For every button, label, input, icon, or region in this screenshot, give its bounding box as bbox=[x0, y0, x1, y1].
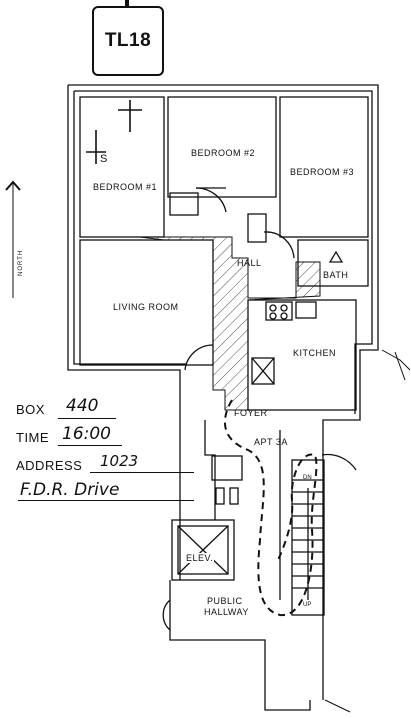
street-value: F.D.R. Drive bbox=[20, 480, 120, 500]
west-wall-inner bbox=[73, 91, 186, 365]
west-wall bbox=[67, 85, 181, 580]
street-underline bbox=[18, 500, 194, 501]
living-door bbox=[184, 344, 214, 371]
cross-markers bbox=[86, 100, 142, 164]
exterior-wall bbox=[68, 84, 379, 700]
living-room-label: LIVING ROOM bbox=[113, 302, 179, 312]
evidence-tag: TL18 bbox=[92, 6, 164, 76]
time-value: 16:00 bbox=[62, 424, 111, 444]
stairs-down-label: DN bbox=[303, 475, 312, 481]
hallway-door bbox=[162, 599, 171, 631]
time-label: TIME bbox=[16, 430, 50, 445]
bedroom1-door bbox=[195, 187, 227, 213]
apt-door bbox=[321, 453, 357, 471]
kitchen-label: KITCHEN bbox=[293, 348, 337, 358]
bedroom2-outline bbox=[167, 96, 277, 198]
box-value: 440 bbox=[66, 396, 99, 416]
north-arrow-icon bbox=[5, 180, 21, 298]
address-underline bbox=[90, 472, 194, 473]
north-arrow: NORTH bbox=[4, 178, 24, 300]
apartment-label: APT 3A bbox=[254, 437, 288, 447]
evidence-tag-label: TL18 bbox=[104, 30, 152, 51]
exterior-wall-inner bbox=[74, 90, 373, 414]
time-underline bbox=[58, 445, 122, 446]
bedroom3-label: BEDROOM #3 bbox=[290, 167, 355, 177]
hall-label: HALL bbox=[237, 258, 262, 268]
elevator-label: ELEV. bbox=[185, 553, 215, 563]
s-marker: S bbox=[100, 153, 108, 165]
box-underline bbox=[58, 418, 116, 419]
bedroom2-label: BEDROOM #2 bbox=[191, 148, 256, 158]
stair-outline bbox=[291, 459, 325, 616]
tag-post bbox=[125, 0, 129, 8]
bedroom3-outline bbox=[279, 96, 369, 238]
address-label: ADDRESS bbox=[16, 458, 83, 473]
bedroom1-label: BEDROOM #1 bbox=[93, 182, 158, 192]
address-value: 1023 bbox=[100, 452, 139, 470]
dashed-route bbox=[224, 399, 318, 617]
box-label: BOX bbox=[16, 402, 45, 417]
bedroom1-outline bbox=[79, 96, 165, 238]
stairs-up-label: UP bbox=[303, 602, 312, 608]
hall-hatching bbox=[139, 236, 321, 411]
public-hallway-label-line2: HALLWAY bbox=[204, 607, 249, 617]
bath-door bbox=[263, 231, 295, 259]
bath-label: BATH bbox=[323, 270, 349, 280]
foyer-label: FOYER bbox=[234, 408, 268, 418]
public-hallway-label-line1: PUBLIC bbox=[207, 596, 243, 606]
elevator-outline bbox=[171, 519, 235, 581]
